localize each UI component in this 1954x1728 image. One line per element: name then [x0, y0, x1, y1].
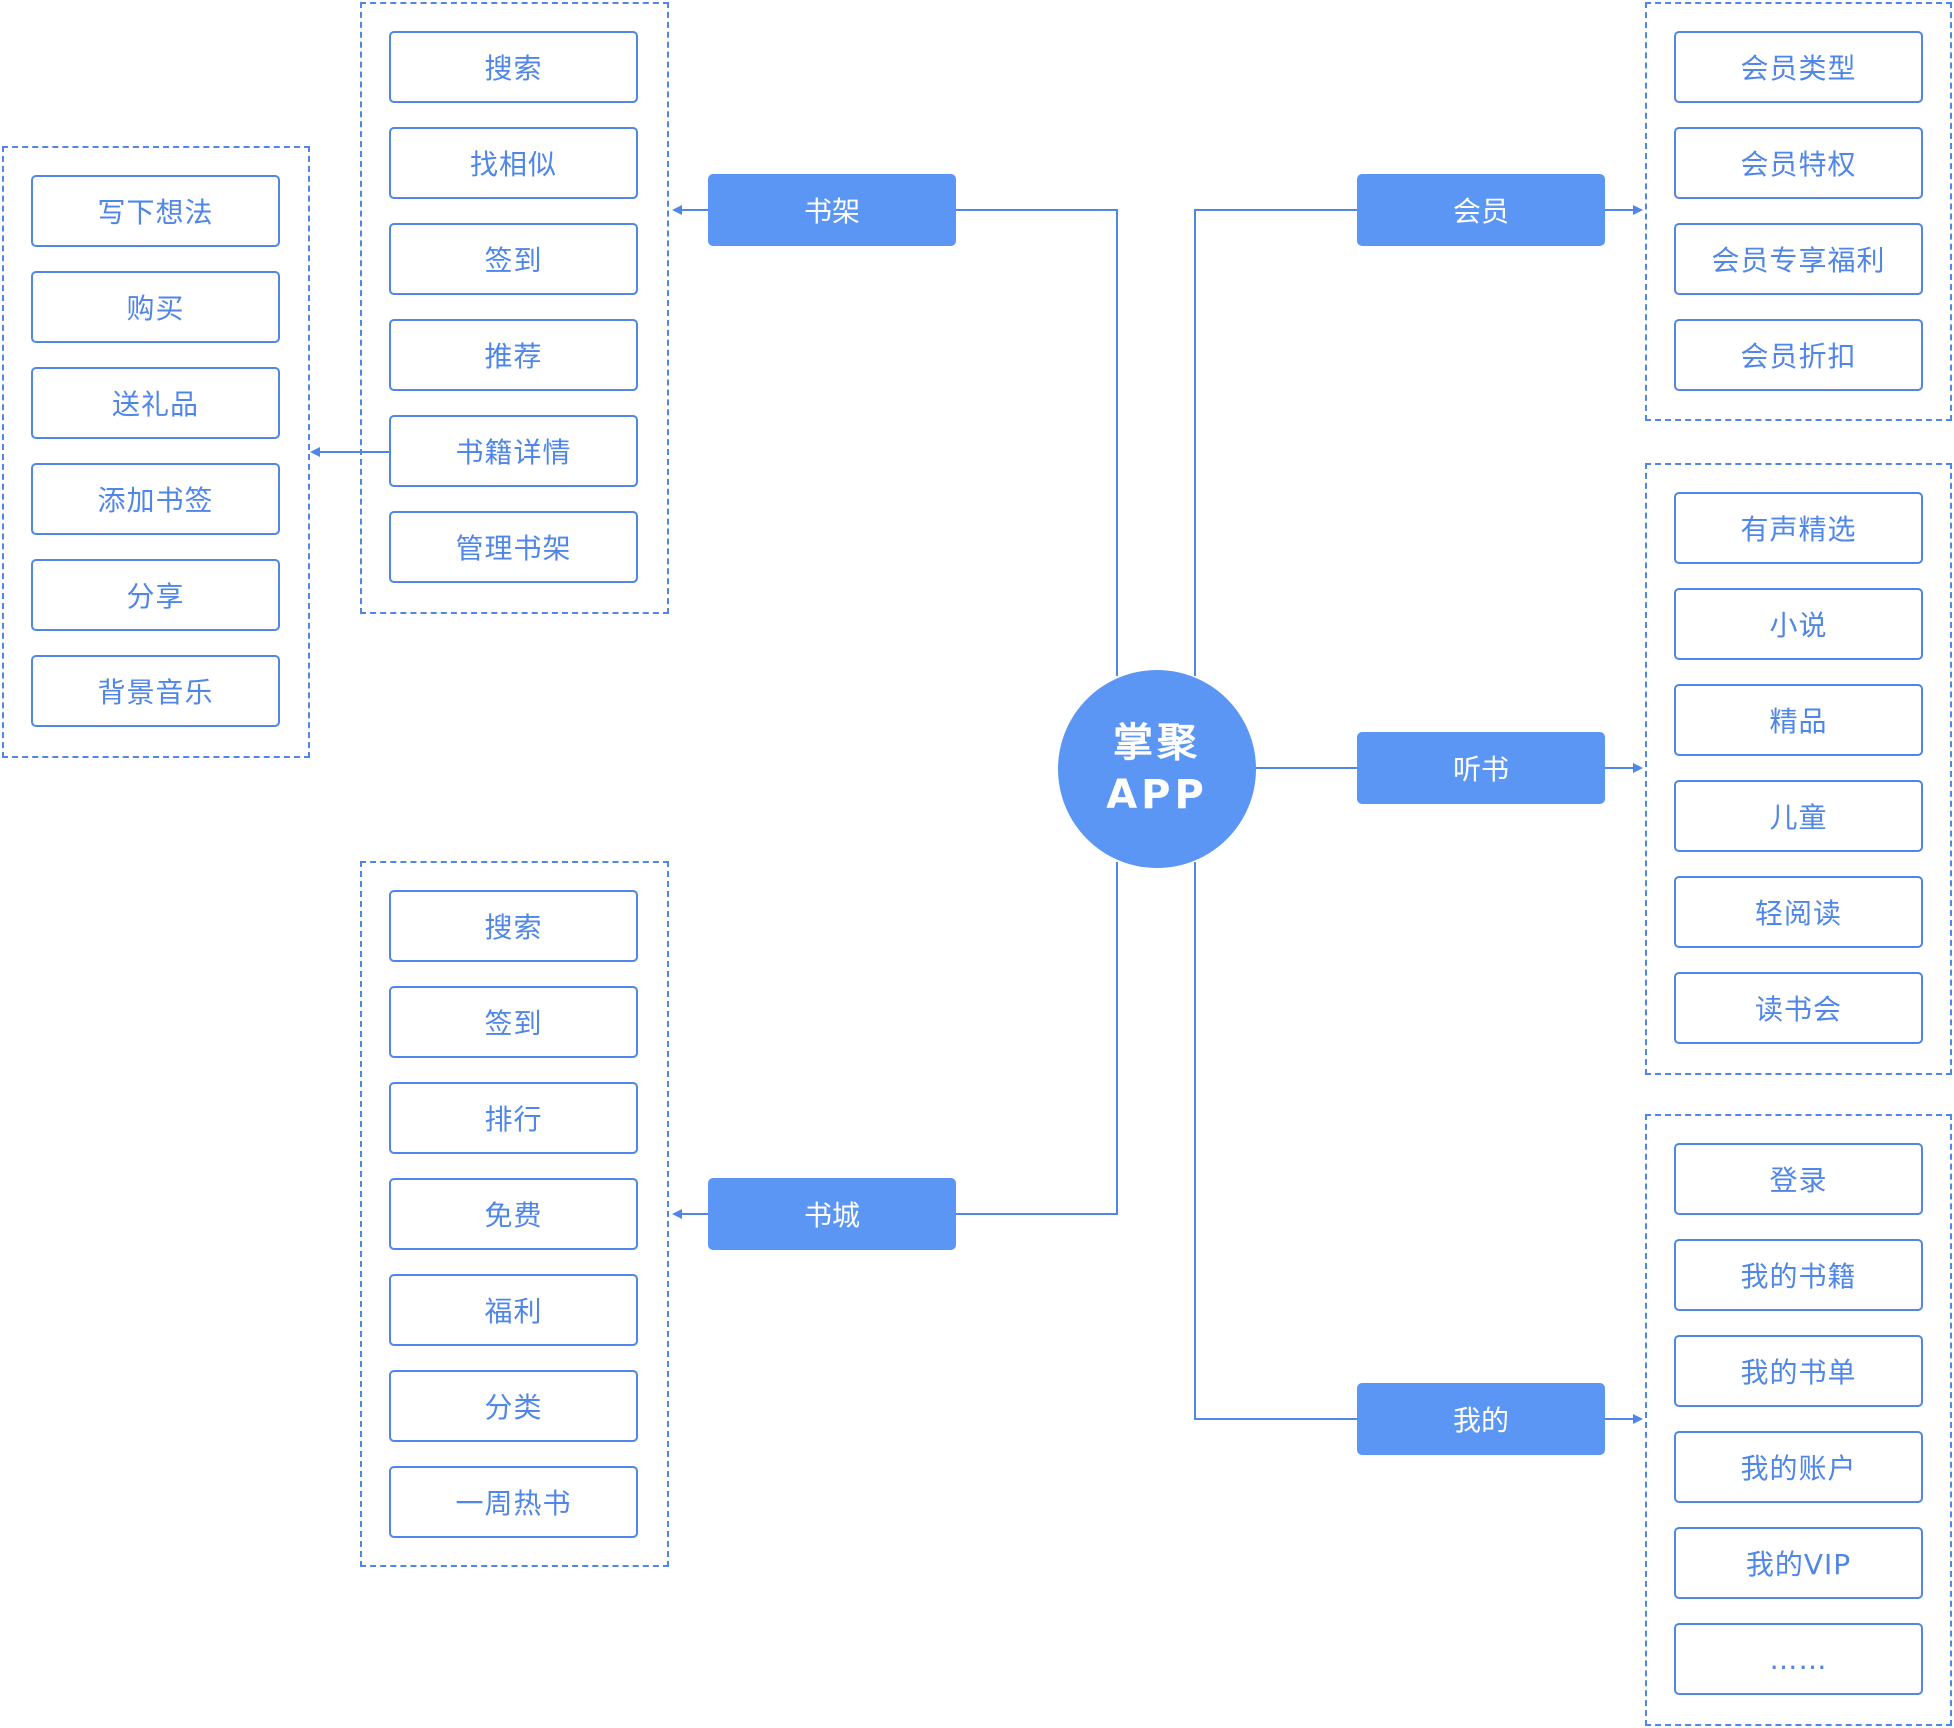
group-mine: [1645, 1114, 1952, 1726]
detail-item-write-thoughts[interactable]: 写下想法: [31, 175, 280, 247]
detail-item-add-bookmark[interactable]: 添加书签: [31, 463, 280, 535]
store-item-category[interactable]: 分类: [389, 1370, 638, 1442]
member-item-type[interactable]: 会员类型: [1674, 31, 1923, 103]
detail-item-send-gift[interactable]: 送礼品: [31, 367, 280, 439]
shelf-item-find-similar[interactable]: 找相似: [389, 127, 638, 199]
shelf-item-book-detail[interactable]: 书籍详情: [389, 415, 638, 487]
listen-item-premium[interactable]: 精品: [1674, 684, 1923, 756]
detail-item-buy[interactable]: 购买: [31, 271, 280, 343]
store-item-ranking[interactable]: 排行: [389, 1082, 638, 1154]
line-center-to-member: [1194, 209, 1357, 676]
listen-item-children[interactable]: 儿童: [1674, 780, 1923, 852]
store-item-weekly-hot[interactable]: 一周热书: [389, 1466, 638, 1538]
member-item-discount[interactable]: 会员折扣: [1674, 319, 1923, 391]
group-shelf: [360, 2, 669, 614]
store-item-search[interactable]: 搜索: [389, 890, 638, 962]
mine-item-my-books[interactable]: 我的书籍: [1674, 1239, 1923, 1311]
store-item-benefits[interactable]: 福利: [389, 1274, 638, 1346]
mine-item-my-booklists[interactable]: 我的书单: [1674, 1335, 1923, 1407]
listen-item-book-club[interactable]: 读书会: [1674, 972, 1923, 1044]
mine-item-login[interactable]: 登录: [1674, 1143, 1923, 1215]
listen-item-light-reading[interactable]: 轻阅读: [1674, 876, 1923, 948]
member-item-privileges[interactable]: 会员特权: [1674, 127, 1923, 199]
mine-item-my-vip[interactable]: 我的VIP: [1674, 1527, 1923, 1599]
category-mine[interactable]: 我的: [1357, 1383, 1605, 1455]
center-title: 掌聚: [1113, 720, 1201, 766]
group-member: [1645, 2, 1952, 421]
category-store[interactable]: 书城: [708, 1178, 956, 1250]
category-member[interactable]: 会员: [1357, 174, 1605, 246]
mine-item-my-account[interactable]: 我的账户: [1674, 1431, 1923, 1503]
group-detail: [2, 146, 310, 758]
shelf-item-checkin[interactable]: 签到: [389, 223, 638, 295]
detail-item-background-music[interactable]: 背景音乐: [31, 655, 280, 727]
group-listen: [1645, 463, 1952, 1075]
line-center-to-store: [956, 862, 1118, 1215]
line-center-to-shelf: [956, 209, 1118, 676]
shelf-item-recommend[interactable]: 推荐: [389, 319, 638, 391]
center-node[interactable]: 掌聚 APP: [1058, 670, 1256, 868]
center-subtitle: APP: [1106, 772, 1208, 818]
shelf-item-search[interactable]: 搜索: [389, 31, 638, 103]
category-listen[interactable]: 听书: [1357, 732, 1605, 804]
category-shelf[interactable]: 书架: [708, 174, 956, 246]
store-item-free[interactable]: 免费: [389, 1178, 638, 1250]
detail-item-share[interactable]: 分享: [31, 559, 280, 631]
listen-item-audio-picks[interactable]: 有声精选: [1674, 492, 1923, 564]
shelf-item-manage-shelf[interactable]: 管理书架: [389, 511, 638, 583]
member-item-exclusive-benefits[interactable]: 会员专享福利: [1674, 223, 1923, 295]
line-center-to-mine: [1194, 862, 1357, 1420]
group-store: [360, 861, 669, 1567]
mine-item-more[interactable]: ……: [1674, 1623, 1923, 1695]
listen-item-novel[interactable]: 小说: [1674, 588, 1923, 660]
store-item-checkin[interactable]: 签到: [389, 986, 638, 1058]
